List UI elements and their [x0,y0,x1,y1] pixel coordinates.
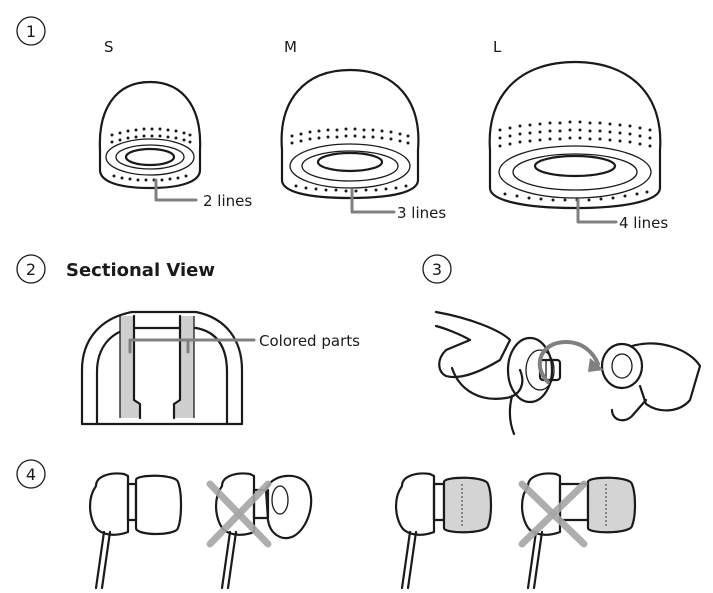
callout-small-lines: 2 lines [203,192,252,210]
size-label-small: S [104,38,114,56]
step-3-circle [422,254,452,284]
step-3-number: 3 [432,260,442,279]
earbud-tip-large: L [488,38,668,232]
colored-part-left [120,316,140,418]
step-2-number: 2 [26,260,36,279]
size-label-large: L [493,38,502,56]
earphone-correct-1 [89,472,183,590]
earphone-correct-2 [395,472,493,590]
step-1-number: 1 [26,22,36,41]
earphone-incorrect-2 [518,472,637,590]
step-3: 3 [422,254,702,436]
step-4-number: 4 [26,465,36,484]
vent-dots-small [110,127,192,182]
step-2-circle [16,254,46,284]
step-4-circle [16,459,46,489]
step-1-circle [16,16,46,46]
size-label-medium: M [284,38,297,56]
sectional-view-drawing [80,310,256,426]
step-4: 4 [16,459,637,590]
cross-mark-1b [206,480,272,548]
earphone-incorrect-1 [206,472,313,590]
earbud-tip-small: S 2 lines [98,38,252,210]
leader-small [154,178,198,202]
callout-colored-parts: Colored parts [259,332,360,350]
sectional-view-title: Sectional View [66,260,215,281]
callout-medium-lines: 3 lines [397,204,446,222]
vent-dots-medium [290,127,410,193]
attach-tip-illustration [434,310,702,436]
step-2: 2 Sectional View Colored parts [16,254,360,426]
leader-large [576,198,618,224]
earbud-tip-medium: M 3 lines [280,38,446,222]
vent-dots-large [498,120,652,202]
step-1: 1 S 2 lines [16,16,668,232]
leader-colored-parts [128,338,256,354]
leader-medium [350,188,396,214]
callout-large-lines: 4 lines [619,214,668,232]
cross-mark-2b [518,480,588,548]
